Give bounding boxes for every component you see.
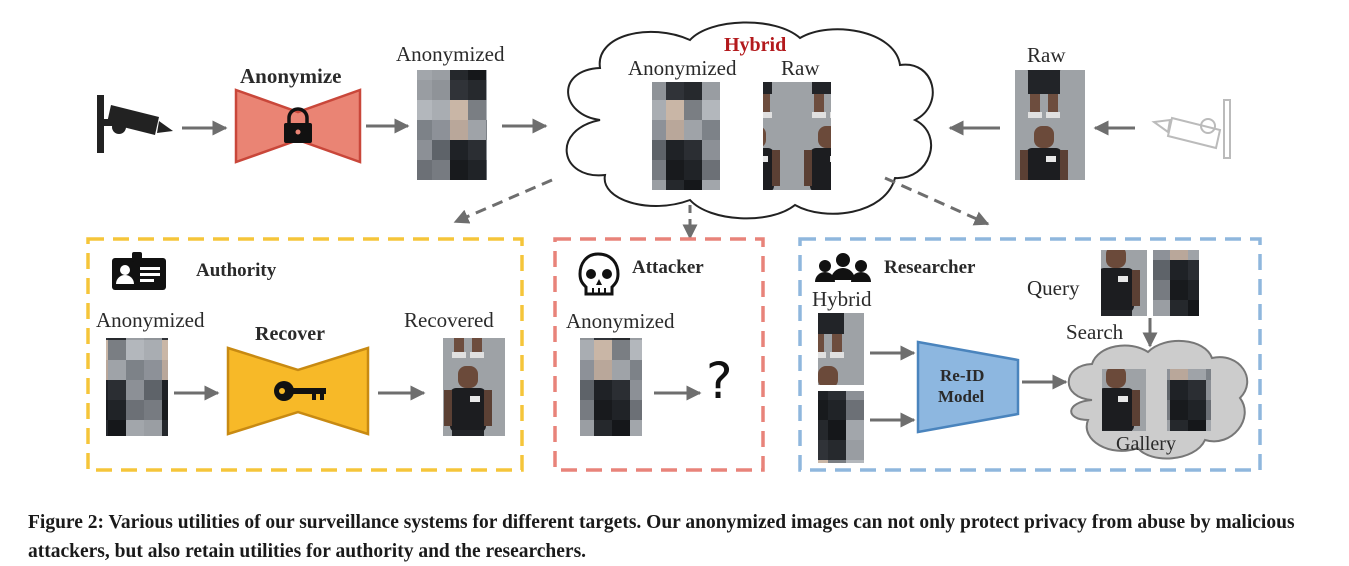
authority-anonymized-image bbox=[106, 338, 168, 436]
camera-outline-icon bbox=[1151, 99, 1231, 159]
query-label: Query bbox=[1027, 276, 1080, 300]
figure: Anonymize Anonymized Hybrid Anonymized R… bbox=[86, 21, 1262, 472]
attacker-anonymized-image bbox=[580, 338, 642, 436]
cloud-raw-image bbox=[763, 82, 831, 190]
recovered-label: Recovered bbox=[404, 308, 494, 332]
anonymized-label: Anonymized bbox=[396, 42, 505, 66]
figure-caption: Figure 2: Various utilities of our surve… bbox=[28, 512, 1295, 562]
lock-icon bbox=[284, 107, 312, 143]
cloud-anonymized-image bbox=[652, 82, 720, 190]
skull-icon bbox=[578, 252, 620, 296]
query-raw-image bbox=[1101, 250, 1147, 316]
cloud-anonymized-label: Anonymized bbox=[628, 56, 737, 80]
attacker-anonymized-label: Anonymized bbox=[566, 309, 675, 333]
researcher-panel bbox=[798, 237, 1262, 472]
diagram-canvas bbox=[86, 21, 1262, 472]
reid-label-line1: Re-ID bbox=[940, 366, 985, 385]
gallery-raw-image bbox=[1102, 369, 1146, 431]
query-anonymized-image bbox=[1153, 250, 1199, 316]
gallery-label: Gallery bbox=[1116, 433, 1176, 455]
unknown-mark: ? bbox=[706, 352, 733, 410]
key-icon bbox=[274, 381, 326, 401]
researcher-hybrid-label: Hybrid bbox=[812, 287, 872, 311]
cloud-raw-label: Raw bbox=[781, 56, 820, 80]
reid-model-block bbox=[916, 340, 1020, 434]
hybrid-anonymized-image bbox=[818, 391, 864, 463]
raw-person-image bbox=[1015, 70, 1085, 180]
researcher-title: Researcher bbox=[884, 257, 976, 278]
recover-label: Recover bbox=[255, 323, 325, 345]
attacker-panel bbox=[553, 237, 765, 472]
group-icon bbox=[815, 253, 871, 282]
dashed-arrow-researcher bbox=[884, 176, 990, 226]
id-card-icon bbox=[112, 252, 166, 290]
authority-anonymized-label: Anonymized bbox=[96, 308, 205, 332]
hybrid-raw-image bbox=[818, 313, 864, 385]
search-label: Search bbox=[1066, 320, 1124, 344]
reid-label-line2: Model bbox=[938, 387, 985, 406]
dashed-arrow-authority bbox=[453, 178, 553, 224]
anonymize-label: Anonymize bbox=[240, 64, 342, 88]
recovered-image bbox=[443, 338, 505, 436]
authority-panel bbox=[86, 237, 524, 472]
camera-icon bbox=[97, 95, 173, 153]
attacker-title: Attacker bbox=[632, 257, 704, 278]
raw-label: Raw bbox=[1027, 43, 1066, 67]
hybrid-label: Hybrid bbox=[724, 34, 787, 56]
gallery-anonymized-image bbox=[1167, 369, 1211, 431]
anonymized-person-image bbox=[417, 70, 487, 180]
authority-title: Authority bbox=[196, 260, 277, 281]
